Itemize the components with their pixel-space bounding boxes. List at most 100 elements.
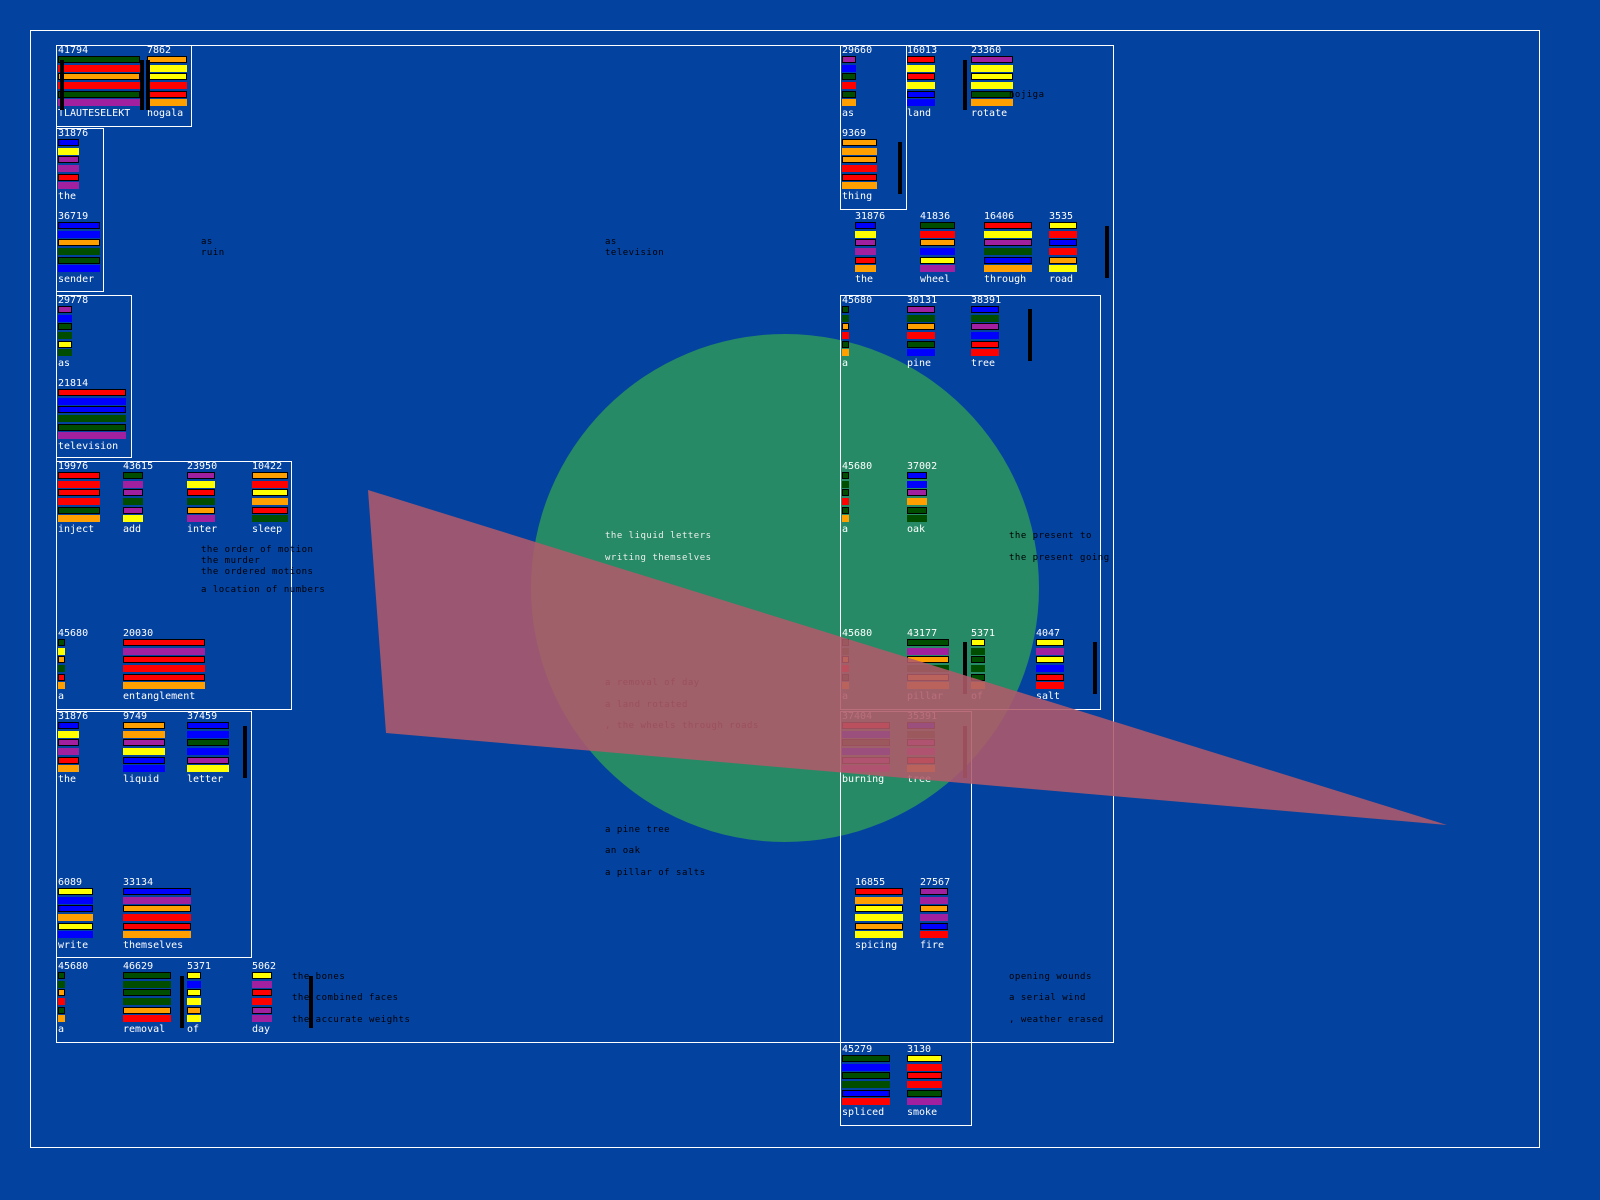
glyph-bar: [971, 90, 1013, 98]
glyph-bar: [907, 99, 935, 107]
glyph-label: add: [123, 524, 142, 536]
glyph-bar: [842, 1098, 890, 1106]
glyph-bar: [252, 498, 288, 506]
glyph-label: the: [58, 191, 77, 203]
glyph-bar: [855, 239, 876, 247]
glyph-bar: [907, 498, 927, 506]
glyph-bar: [187, 730, 229, 738]
glyph-number: 30131: [907, 295, 938, 306]
glyph-bar: [58, 147, 79, 155]
glyph-label: fire: [920, 940, 945, 952]
glyph-bar: [842, 756, 890, 764]
glyph-bar: [58, 647, 65, 655]
glyph-bar: [855, 222, 876, 229]
glyph-bar: [984, 256, 1032, 264]
glyph-bar: [920, 896, 948, 904]
glyph-bar: [907, 1072, 942, 1080]
poem-line: the accurate weights: [292, 1015, 411, 1025]
glyph-bar: [971, 323, 999, 331]
glyph-bar: [252, 980, 272, 988]
glyph-bar: [907, 756, 935, 764]
glyph-number: 43177: [907, 628, 938, 639]
black-divider: [1105, 226, 1109, 278]
glyph-bar: [187, 515, 215, 523]
black-divider: [243, 726, 247, 778]
glyph-label: pine: [907, 358, 932, 370]
glyph-bar: [855, 888, 903, 895]
glyph-bar: [984, 222, 1032, 229]
glyph-bar: [58, 165, 79, 173]
glyph-bar: [58, 265, 100, 273]
glyph-bar: [1049, 230, 1077, 238]
glyph-bars: [58, 389, 126, 440]
glyph-number: 5062: [252, 961, 277, 972]
black-divider: [140, 60, 144, 110]
glyph-bars: [984, 222, 1032, 273]
glyph-bar: [187, 480, 215, 488]
glyph-number: 3130: [907, 1044, 932, 1055]
poem-line: a location of numbers: [201, 585, 326, 595]
poem-line: television: [605, 248, 665, 258]
glyph-bar: [842, 332, 849, 340]
glyph-bar: [907, 64, 935, 72]
glyph-bar: [58, 323, 72, 331]
glyph-bar: [971, 665, 985, 673]
glyph-bar: [58, 248, 100, 256]
glyph-bar: [855, 905, 903, 913]
poem-line: as: [201, 237, 213, 247]
glyph-bar: [842, 1072, 890, 1080]
glyph-bars: [842, 56, 872, 107]
poem-line: writing themselves: [605, 553, 712, 563]
poem-line: the combined faces: [292, 993, 399, 1003]
glyph-bar: [984, 248, 1032, 256]
glyph-label: sleep: [252, 524, 283, 536]
glyph-bar: [984, 265, 1032, 273]
glyph-bar: [123, 639, 205, 646]
glyph-label: wheel: [920, 274, 951, 286]
glyph-bar: [123, 480, 143, 488]
glyph-bars: [123, 472, 153, 523]
glyph-number: 7862: [147, 45, 172, 56]
glyph-bar: [842, 1081, 890, 1089]
glyph-bar: [58, 332, 72, 340]
glyph-bar: [123, 905, 191, 913]
glyph-bar: [58, 64, 140, 72]
glyph-bar: [842, 515, 849, 523]
glyph-bar: [1036, 673, 1064, 681]
poem-line: a serial wind: [1009, 993, 1086, 1003]
glyph-number: 37002: [907, 461, 938, 472]
glyph-bars: [907, 56, 937, 107]
glyph-number: 45680: [842, 628, 873, 639]
glyph-bar: [252, 506, 288, 514]
glyph-number: 31876: [58, 128, 89, 139]
glyph-bar: [123, 765, 165, 773]
glyph-label: write: [58, 940, 89, 952]
poem-line: nojiga: [1009, 90, 1045, 100]
glyph-bar: [984, 230, 1032, 238]
glyph-bar: [147, 64, 187, 72]
glyph-label: a: [842, 524, 849, 536]
glyph-bar: [252, 489, 288, 497]
glyph-bar: [147, 99, 187, 107]
glyph-bar: [187, 1006, 201, 1014]
glyph-number: 36719: [58, 211, 89, 222]
glyph-bars: [971, 56, 1013, 107]
glyph-label: through: [984, 274, 1027, 286]
glyph-bars: [907, 472, 937, 523]
glyph-bar: [842, 165, 877, 173]
glyph-bar: [842, 323, 849, 331]
glyph-bar: [920, 248, 955, 256]
glyph-bar: [920, 931, 948, 939]
glyph-bar: [58, 756, 79, 764]
glyph-bar: [187, 972, 201, 979]
glyph-number: 33134: [123, 877, 154, 888]
glyph-bar: [907, 647, 949, 655]
